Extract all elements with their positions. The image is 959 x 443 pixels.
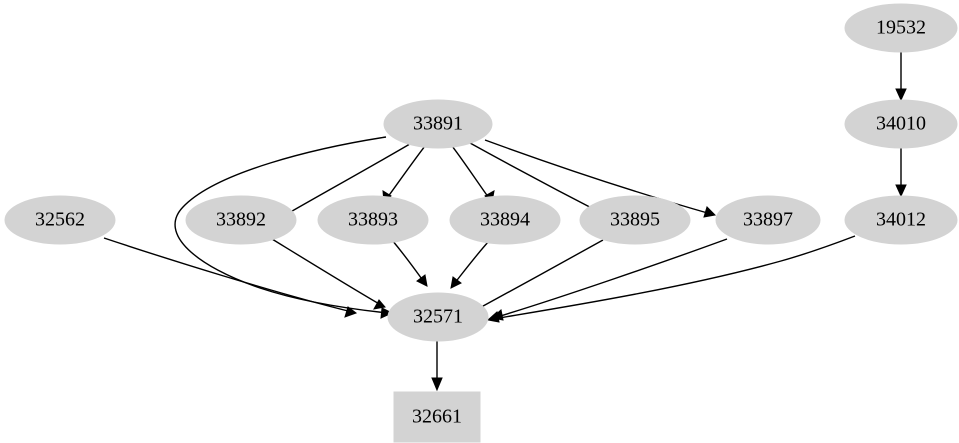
edge-34010-to-34012: [895, 148, 907, 198]
arrowhead-icon: [380, 307, 394, 319]
graph-node-33895[interactable]: 33895: [579, 195, 691, 245]
edge-line: [271, 238, 382, 306]
node-ellipse-shape[interactable]: [844, 3, 958, 53]
node-label: 32562: [35, 209, 85, 231]
arrowhead-icon: [416, 274, 428, 287]
arrowhead-icon: [486, 311, 500, 323]
node-rect-shape[interactable]: [393, 391, 481, 443]
arrowhead-icon: [450, 276, 462, 289]
graph-node-33894[interactable]: 33894: [449, 195, 561, 245]
node-label: 33892: [216, 209, 266, 231]
edge-line: [492, 235, 856, 320]
edge-line: [283, 143, 410, 217]
edge-33891-to-32571: [174, 136, 394, 319]
node-ellipse-shape[interactable]: [844, 195, 958, 245]
graph-node-33891[interactable]: 33891: [383, 99, 493, 149]
node-ellipse-shape[interactable]: [185, 195, 297, 245]
node-label: 19532: [876, 17, 926, 39]
arrowhead-icon: [895, 184, 907, 198]
graph-node-32571[interactable]: 32571: [387, 292, 489, 342]
edge-33893-to-32571: [391, 239, 428, 287]
edge-line: [103, 237, 353, 313]
node-label: 34012: [876, 209, 926, 231]
graph-node-34012[interactable]: 34012: [844, 195, 958, 245]
node-label: 33894: [480, 209, 530, 231]
edge-32571-to-32661: [431, 341, 443, 392]
arrowhead-icon: [344, 306, 358, 318]
edge-33891-to-33897: [484, 139, 717, 218]
node-ellipse-shape[interactable]: [715, 195, 821, 245]
edge-33894-to-32571: [450, 240, 490, 289]
graph-node-34010[interactable]: 34010: [844, 99, 958, 149]
node-ellipse-shape[interactable]: [387, 292, 489, 342]
node-ellipse-shape[interactable]: [383, 99, 493, 149]
edge-line: [473, 239, 604, 312]
graph-node-33893[interactable]: 33893: [317, 195, 429, 245]
nodes-layer: 19532 34010 34012 33891 32562 33892 33893 33894…: [4, 3, 958, 443]
edge-line: [496, 238, 728, 318]
edge-32562-to-32571: [103, 237, 358, 318]
graph-node-33897[interactable]: 33897: [715, 195, 821, 245]
edge-line: [484, 139, 712, 215]
node-label: 33893: [348, 209, 398, 231]
node-label: 33891: [413, 113, 463, 135]
arrowhead-icon: [373, 299, 386, 310]
node-ellipse-shape[interactable]: [844, 99, 958, 149]
node-label: 34010: [876, 113, 926, 135]
graph-node-32661[interactable]: 32661: [393, 391, 481, 443]
edge-33892-to-32571: [271, 238, 386, 310]
node-label: 33897: [743, 209, 793, 231]
node-ellipse-shape[interactable]: [4, 195, 116, 245]
edge-34012-to-32571: [486, 235, 856, 323]
node-ellipse-shape[interactable]: [579, 195, 691, 245]
edge-line: [174, 136, 389, 314]
node-ellipse-shape[interactable]: [449, 195, 561, 245]
node-label: 33895: [610, 209, 660, 231]
graph-node-32562[interactable]: 32562: [4, 195, 116, 245]
node-ellipse-shape[interactable]: [317, 195, 429, 245]
arrowhead-icon: [431, 377, 443, 392]
edge-19532-to-34010: [895, 52, 907, 102]
graph-node-19532[interactable]: 19532: [844, 3, 958, 53]
node-label: 32661: [412, 406, 462, 428]
graph-node-33892[interactable]: 33892: [185, 195, 297, 245]
node-label: 32571: [413, 306, 463, 328]
arrowhead-icon: [895, 88, 907, 102]
arrowhead-icon: [703, 206, 717, 218]
